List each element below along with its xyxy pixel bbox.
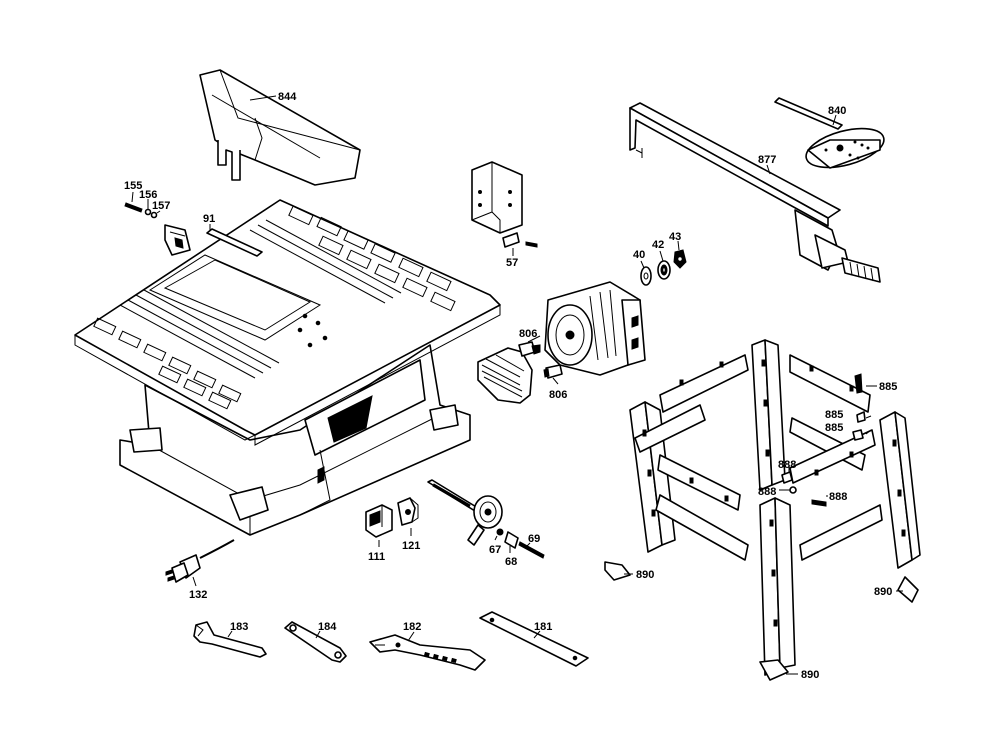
label-67: 67 bbox=[489, 544, 501, 556]
push-stick-182-part bbox=[369, 634, 486, 671]
wrench-184-part bbox=[284, 621, 347, 663]
label-182: 182 bbox=[403, 621, 421, 633]
fan-cover-part bbox=[477, 347, 533, 404]
blade-guard-part bbox=[199, 69, 361, 186]
leg-stand-part bbox=[629, 339, 921, 676]
power-cord-132-part bbox=[165, 539, 235, 583]
table-saw-base-part bbox=[74, 199, 501, 536]
label-806-top: 806 bbox=[519, 328, 537, 340]
switch-key-121-part bbox=[397, 497, 419, 526]
label-43: 43 bbox=[669, 231, 681, 243]
bolt-885-part bbox=[852, 373, 866, 441]
label-40: 40 bbox=[633, 249, 645, 261]
foot-890-part bbox=[604, 561, 919, 681]
label-890-a: 890 bbox=[636, 569, 654, 581]
label-121: 121 bbox=[402, 540, 420, 552]
label-885-a: 885 bbox=[879, 381, 897, 393]
label-69: 69 bbox=[528, 533, 540, 545]
wrench-183-part bbox=[193, 621, 267, 658]
label-184: 184 bbox=[318, 621, 337, 633]
motor-part bbox=[544, 281, 646, 376]
label-68: 68 bbox=[505, 556, 517, 568]
rip-fence-part bbox=[629, 102, 881, 283]
label-155: 155 bbox=[124, 180, 142, 192]
label-888-a: 888 bbox=[778, 459, 796, 471]
miter-gauge-part bbox=[774, 97, 885, 169]
label-156: 156 bbox=[139, 189, 157, 201]
arbor-nut-43-part bbox=[673, 249, 687, 269]
bracket-157-part bbox=[164, 224, 191, 256]
label-806-bottom: 806 bbox=[549, 389, 567, 401]
flange-washer-40-part bbox=[640, 266, 652, 286]
label-885-b: 885 bbox=[825, 409, 843, 421]
label-877: 877 bbox=[758, 154, 776, 166]
label-888-b: 888 bbox=[758, 486, 776, 498]
label-890-c: 890 bbox=[801, 669, 819, 681]
label-57: 57 bbox=[506, 257, 518, 269]
label-132: 132 bbox=[189, 589, 207, 601]
label-157: 157 bbox=[152, 200, 170, 212]
label-183: 183 bbox=[230, 621, 248, 633]
label-840: 840 bbox=[828, 105, 846, 117]
label-181: 181 bbox=[534, 621, 552, 633]
label-890-b: 890 bbox=[874, 586, 892, 598]
label-91: 91 bbox=[203, 213, 215, 225]
handwheel-assembly-part bbox=[427, 479, 545, 559]
label-888-c: 888 bbox=[829, 491, 847, 503]
screw-155-part bbox=[124, 202, 158, 219]
motor-bracket-part bbox=[471, 161, 538, 248]
plate-181-part bbox=[479, 611, 589, 667]
switch-111-part bbox=[365, 504, 393, 538]
label-844: 844 bbox=[278, 91, 297, 103]
bolt-888-part bbox=[781, 471, 827, 507]
label-885-c: 885 bbox=[825, 422, 843, 434]
washer-42-part bbox=[657, 260, 671, 280]
label-42: 42 bbox=[652, 239, 664, 251]
brush-806-part bbox=[518, 341, 563, 379]
label-111: 111 bbox=[368, 551, 385, 563]
